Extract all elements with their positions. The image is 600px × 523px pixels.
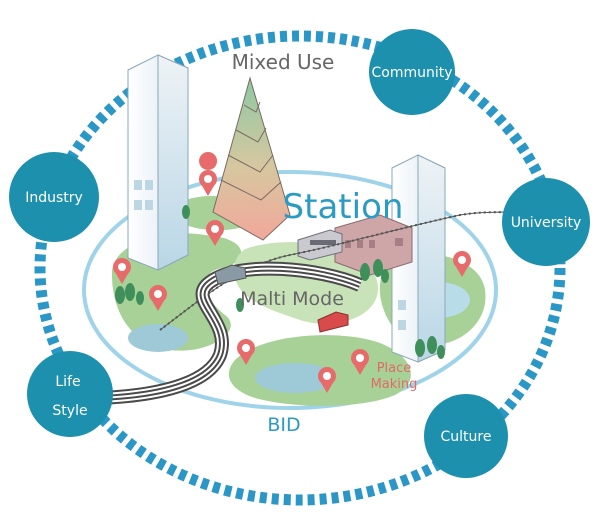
pin-icon <box>237 339 255 365</box>
node-community: Community <box>369 29 455 115</box>
outer-dashed-ring <box>34 30 566 506</box>
road-lanes <box>99 261 363 405</box>
label-mixed-use: Mixed Use <box>232 50 335 74</box>
pin-icon <box>199 152 218 196</box>
tower-right <box>391 154 446 363</box>
label-station: Station <box>283 187 404 227</box>
node-university: University <box>502 178 590 266</box>
node-industry: Industry <box>9 152 99 242</box>
node-culture: Culture <box>424 394 508 478</box>
pin-icon <box>453 251 471 277</box>
label-bid: BID <box>267 414 300 436</box>
node-life-style-label-2: Style <box>52 403 87 419</box>
node-life-style: Life Style <box>27 351 113 437</box>
label-place-making-2: Making <box>371 377 418 392</box>
label-place-making-1: Place <box>377 361 412 376</box>
cars <box>214 264 349 333</box>
pin-icon <box>206 220 224 246</box>
inner-district-ring <box>82 170 498 410</box>
node-culture-label: Culture <box>441 429 492 445</box>
ponds <box>128 282 470 393</box>
node-life-style-label-1: Life <box>55 374 80 390</box>
station-building <box>334 214 413 276</box>
mixed-use-cone <box>212 76 291 241</box>
pin-icon <box>113 258 131 284</box>
pin-icon <box>318 367 336 393</box>
tower-left <box>127 54 189 271</box>
node-university-label: University <box>511 215 582 231</box>
trees <box>115 205 445 359</box>
node-industry-label: Industry <box>25 190 83 206</box>
pin-icon <box>351 349 369 375</box>
train <box>297 229 343 261</box>
location-pins <box>113 152 471 393</box>
label-malti-mode: Malti Mode <box>240 288 344 310</box>
railway-tracks <box>159 209 531 331</box>
node-community-label: Community <box>371 65 452 81</box>
pin-icon <box>149 285 167 311</box>
